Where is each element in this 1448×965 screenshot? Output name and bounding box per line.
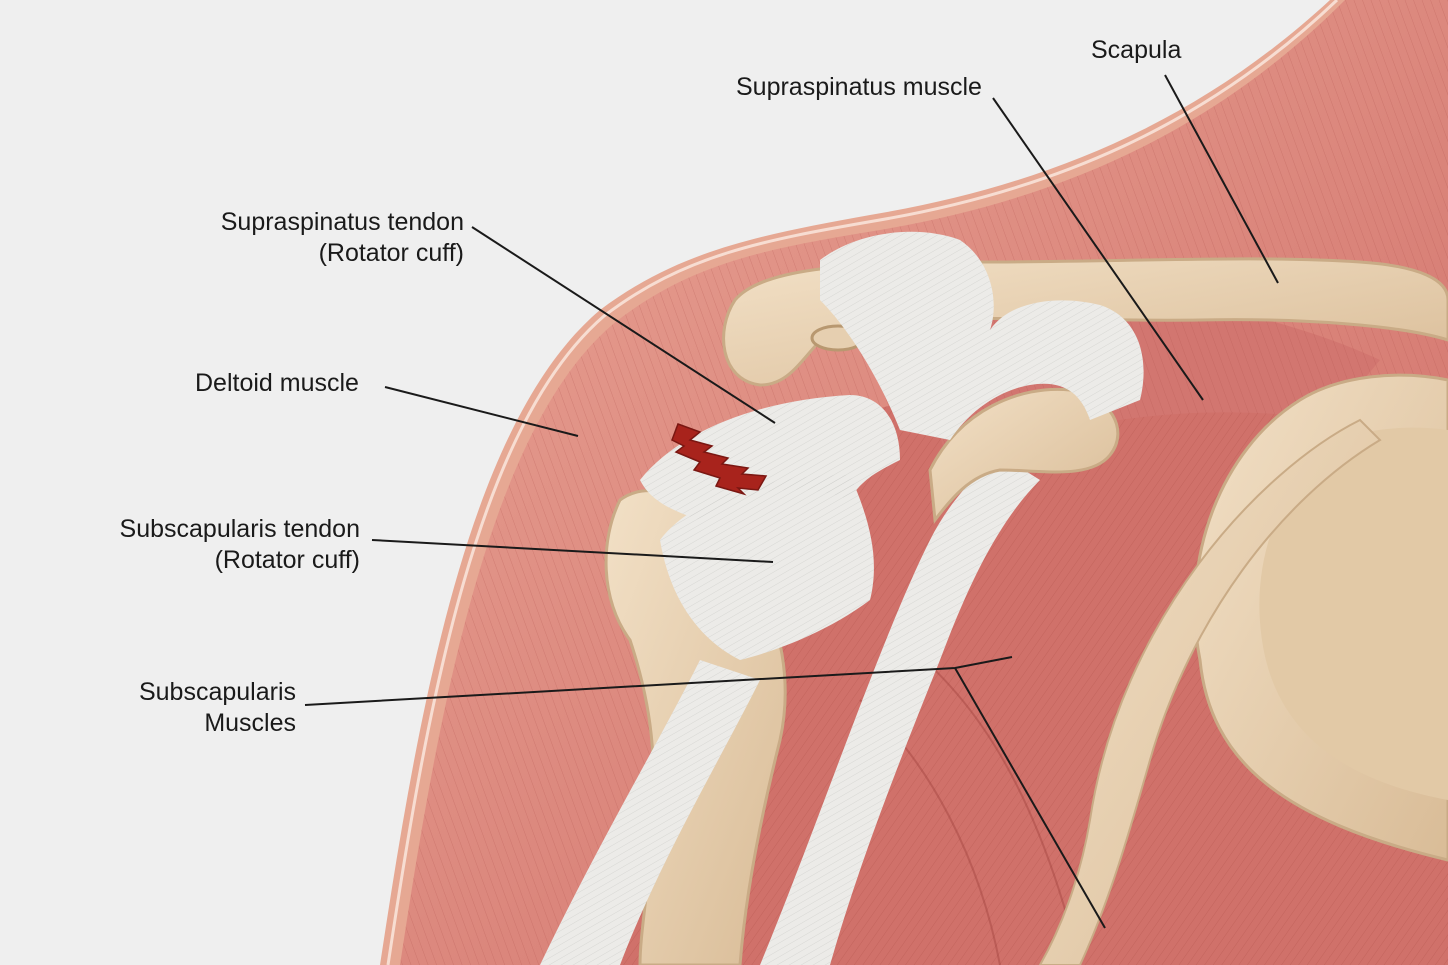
label-supraspinatus-muscle-text: Supraspinatus muscle xyxy=(736,73,982,101)
label-subscapularis-muscles: Subscapularis Muscles xyxy=(139,677,296,739)
label-supraspinatus-tendon-line1: Supraspinatus tendon xyxy=(220,208,464,236)
label-supraspinatus-tendon: Supraspinatus tendon (Rotator cuff) xyxy=(221,207,464,269)
label-scapula-text: Scapula xyxy=(1091,36,1182,64)
leader-lines xyxy=(304,74,1279,929)
label-subscapularis-tendon-line2: (Rotator cuff) xyxy=(214,546,360,574)
leader-line-scapula xyxy=(1164,74,1279,284)
label-subscapularis-muscles-line1: Subscapularis xyxy=(138,678,296,706)
label-deltoid-muscle-text: Deltoid muscle xyxy=(195,369,359,397)
leader-line-subscapularis-muscles-branch xyxy=(954,667,1106,929)
leader-line-supraspinatus-tendon xyxy=(471,226,776,424)
leader-line-supraspinatus-muscle xyxy=(992,97,1204,401)
rotator-cuff-tendons-shape xyxy=(540,395,900,965)
tendon-tear-shape xyxy=(671,423,768,496)
coracoid-and-tendon-shape xyxy=(760,231,1144,965)
scapula-shape xyxy=(1038,373,1448,965)
label-subscapularis-tendon: Subscapularis tendon (Rotator cuff) xyxy=(120,514,360,576)
leader-line-deltoid-muscle xyxy=(384,386,579,437)
label-subscapularis-tendon-line1: Subscapularis tendon xyxy=(119,515,360,543)
label-supraspinatus-muscle: Supraspinatus muscle xyxy=(736,72,982,103)
label-deltoid-muscle: Deltoid muscle xyxy=(195,368,359,399)
label-subscapularis-muscles-line2: Muscles xyxy=(204,709,296,737)
leader-line-subscapularis-tendon xyxy=(371,539,774,563)
label-supraspinatus-tendon-line2: (Rotator cuff) xyxy=(318,239,464,267)
label-scapula: Scapula xyxy=(1091,35,1181,66)
